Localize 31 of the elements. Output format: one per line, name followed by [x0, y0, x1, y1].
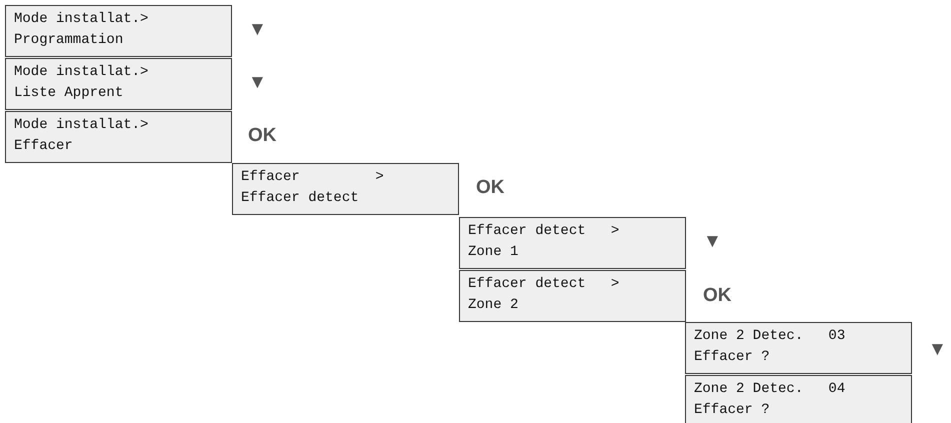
screen-text-line: Effacer detect > [468, 222, 620, 241]
screen-text-line: Liste Apprent [14, 84, 124, 103]
lcd-screen [5, 58, 232, 110]
lcd-screen [232, 163, 459, 215]
screen-text-line: Mode installat.> [14, 10, 148, 29]
key-label: OK [248, 126, 276, 146]
screen-text-line: Effacer detect > [468, 275, 620, 294]
screen-text-line: Effacer detect [241, 189, 359, 208]
screen-text-line: Effacer > [241, 168, 384, 187]
key-label: ▼ [248, 73, 267, 93]
key-label: ▼ [248, 20, 267, 40]
screen-text-line: Effacer ? [694, 348, 770, 367]
key-label: ▼ [703, 232, 722, 252]
screen-text-line: Zone 2 [468, 296, 518, 315]
screen-text-line: Mode installat.> [14, 116, 148, 135]
screen-text-line: Zone 1 [468, 243, 518, 262]
lcd-screen [459, 217, 686, 269]
screen-text-line: Effacer ? [694, 401, 770, 420]
screen-text-line: Zone 2 Detec. 04 [694, 380, 846, 399]
lcd-screen [685, 375, 912, 423]
key-label: OK [476, 178, 504, 198]
key-label: ▼ [928, 340, 947, 360]
screen-text-line: Mode installat.> [14, 63, 148, 82]
lcd-screen [459, 270, 686, 322]
lcd-screen [5, 111, 232, 163]
screen-text-line: Effacer [14, 137, 73, 156]
screen-text-line: Programmation [14, 31, 124, 50]
lcd-screen [5, 5, 232, 57]
key-label: OK [703, 286, 732, 306]
screen-text-line: Zone 2 Detec. 03 [694, 327, 846, 346]
lcd-screen [685, 322, 912, 374]
